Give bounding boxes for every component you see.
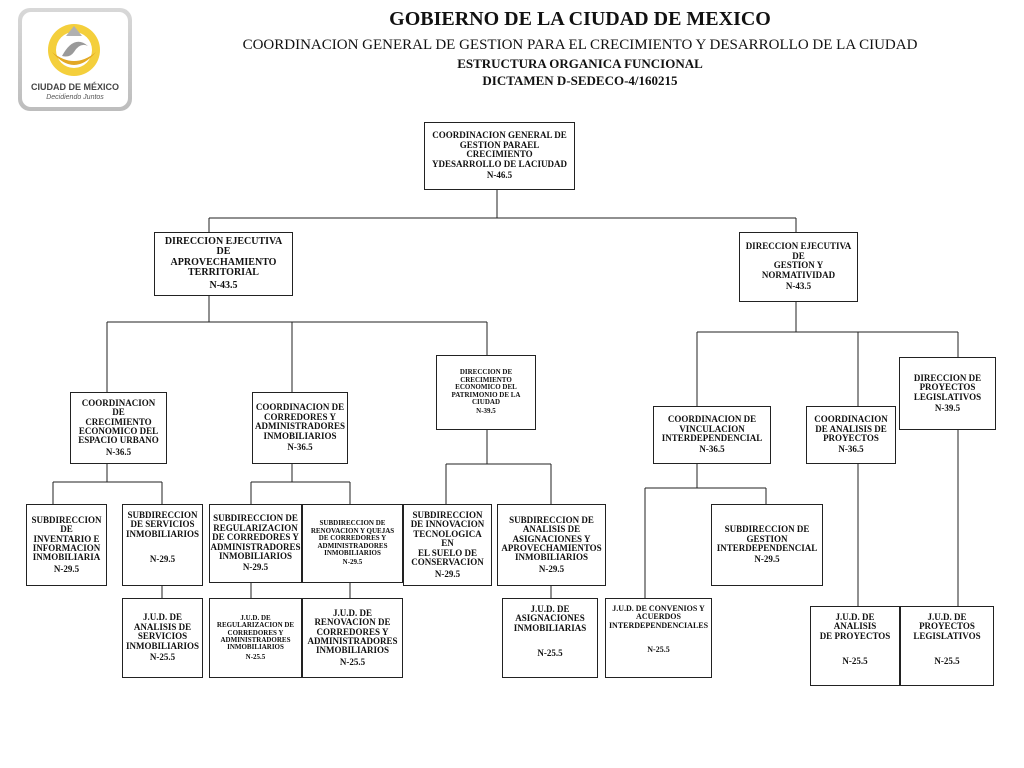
page-subtitle: COORDINACION GENERAL DE GESTION PARA EL …	[242, 37, 918, 53]
subdireccion-gestion-interdependencial-box: SUBDIRECCION DE GESTION INTERDEPENDENCIA…	[711, 504, 823, 586]
subdireccion-analisis-asignaciones-box: SUBDIRECCION DE ANALISIS DE ASIGNACIONES…	[497, 504, 606, 586]
page-title: GOBIERNO DE LA CIUDAD DE MEXICO	[389, 8, 771, 30]
jud-analisis-proyectos-box: J.U.D. DE ANALISIS DE PROYECTOS N-25.5	[810, 606, 900, 686]
box-title: COORDINACION DE VINCULACION INTERDEPENDE…	[661, 414, 763, 443]
box-level: N-25.5	[647, 645, 670, 655]
box-title: DIRECCION DE CRECIMIENTO ECONOMICO DEL P…	[451, 368, 521, 406]
box-title: COORDINACION DE ANALISIS DE PROYECTOS	[814, 414, 888, 443]
box-title: SUBDIRECCION DE RENOVACION Y QUEJAS DE C…	[310, 519, 395, 557]
box-level: N-36.5	[699, 444, 725, 455]
coordinacion-crecimiento-box: COORDINACION DE CRECIMIENTO ECONOMICO DE…	[70, 392, 167, 464]
box-level: N-29.5	[538, 563, 565, 574]
jud-asignaciones-box: J.U.D. DE ASIGNACIONES INMOBILIARIAS N-2…	[502, 598, 598, 678]
jud-convenios-box: J.U.D. DE CONVENIOS Y ACUERDOS INTERDEPE…	[605, 598, 712, 678]
logo-emblem-icon	[48, 24, 100, 76]
box-title: SUBDIRECCION DE INNOVACION TECNOLOGICA E…	[410, 509, 485, 568]
direccion-ejecutiva-gestion-box: DIRECCION EJECUTIVA DE GESTION Y NORMATI…	[739, 232, 858, 302]
structure-label: ESTRUCTURA ORGANICA FUNCIONAL	[457, 56, 703, 71]
box-level: N-25.5	[934, 656, 960, 667]
box-level: N-29.5	[149, 554, 176, 565]
box-level: N-29.5	[53, 563, 80, 574]
box-level: N-29.5	[754, 554, 780, 565]
box-title: COORDINACION DE CRECIMIENTO ECONOMICO DE…	[78, 397, 159, 446]
coordinacion-general-box: COORDINACION GENERAL DE GESTION PARAEL C…	[424, 122, 575, 190]
dictamen-label: DICTAMEN D-SEDECO-4/160215	[482, 73, 678, 88]
box-level: N-25.5	[245, 652, 266, 661]
box-level: N-25.5	[339, 656, 366, 667]
box-title: DIRECCION EJECUTIVA DE APROVECHAMIENTO T…	[164, 235, 283, 279]
box-title: J.U.D. DE PROYECTOS LEGISLATIVOS	[913, 612, 981, 641]
box-title: DIRECCION DE PROYECTOS LEGISLATIVOS	[913, 372, 982, 402]
box-level: N-43.5	[785, 281, 812, 292]
jud-proyectos-legislativos-box: J.U.D. DE PROYECTOS LEGISLATIVOS N-25.5	[900, 606, 994, 686]
box-level: N-29.5	[434, 568, 461, 579]
box-title: J.U.D. DE REGULARIZACION DE CORREDORES Y…	[216, 613, 295, 652]
subdireccion-innovacion-box: SUBDIRECCION DE INNOVACION TECNOLOGICA E…	[403, 504, 492, 586]
subdireccion-renovacion-box: SUBDIRECCION DE RENOVACION Y QUEJAS DE C…	[302, 504, 403, 583]
box-title: J.U.D. DE ASIGNACIONES INMOBILIARIAS	[513, 604, 587, 633]
subdireccion-servicios-box: SUBDIRECCION DE SERVICIOS INMOBILIARIOS …	[122, 504, 203, 586]
box-level: N-39.5	[934, 402, 961, 413]
box-level: N-29.5	[242, 562, 269, 573]
box-title: SUBDIRECCION DE INVENTARIO E INFORMACION…	[31, 514, 102, 563]
box-title: COORDINACION DE CORREDORES Y ADMINISTRAD…	[255, 402, 346, 441]
box-title: SUBDIRECCION DE REGULARIZACION DE CORRED…	[210, 513, 301, 561]
box-title: COORDINACION GENERAL DE GESTION PARAEL C…	[431, 130, 568, 169]
box-level: N-36.5	[838, 444, 864, 455]
box-level: N-39.5	[476, 407, 496, 416]
box-level: N-36.5	[287, 442, 313, 453]
jud-servicios-box: J.U.D. DE ANALISIS DE SERVICIOS INMOBILI…	[122, 598, 203, 678]
box-level: N-46.5	[486, 170, 513, 181]
box-level: N-25.5	[842, 656, 868, 667]
subdireccion-regularizacion-box: SUBDIRECCION DE REGULARIZACION DE CORRED…	[209, 504, 302, 583]
ciudad-de-mexico-logo: CIUDAD DE MÉXICO Decidiendo Juntos	[18, 8, 132, 111]
box-title: J.U.D. DE RENOVACION DE CORREDORES Y ADM…	[307, 607, 398, 656]
logo-tagline: Decidiendo Juntos	[46, 94, 104, 101]
coordinacion-vinculacion-box: COORDINACION DE VINCULACION INTERDEPENDE…	[653, 406, 771, 464]
box-level: N-25.5	[537, 648, 563, 659]
logo-name: CIUDAD DE MÉXICO	[30, 82, 119, 92]
box-level: N-29.5	[342, 558, 363, 567]
direccion-crecimiento-patrimonio-box: DIRECCION DE CRECIMIENTO ECONOMICO DEL P…	[436, 355, 536, 430]
box-title: SUBDIRECCION DE ANALISIS DE ASIGNACIONES…	[501, 514, 602, 563]
box-title: J.U.D. DE CONVENIOS Y ACUERDOS INTERDEPE…	[608, 604, 709, 630]
coordinacion-analisis-box: COORDINACION DE ANALISIS DE PROYECTOS N-…	[806, 406, 896, 464]
subdireccion-inventario-box: SUBDIRECCION DE INVENTARIO E INFORMACION…	[26, 504, 107, 586]
box-level: N-25.5	[149, 652, 176, 663]
box-level: N-36.5	[105, 446, 132, 457]
box-title: J.U.D. DE ANALISIS DE SERVICIOS INMOBILI…	[126, 612, 200, 651]
jud-renovacion-box: J.U.D. DE RENOVACION DE CORREDORES Y ADM…	[302, 598, 403, 678]
direccion-proyectos-legislativos-box: DIRECCION DE PROYECTOS LEGISLATIVOS N-39…	[899, 357, 996, 430]
box-title: J.U.D. DE ANALISIS DE PROYECTOS	[819, 612, 891, 641]
coordinacion-corredores-box: COORDINACION DE CORREDORES Y ADMINISTRAD…	[252, 392, 348, 464]
box-title: SUBDIRECCION DE GESTION INTERDEPENDENCIA…	[716, 524, 818, 553]
box-title: SUBDIRECCION DE SERVICIOS INMOBILIARIOS	[126, 510, 200, 539]
direccion-ejecutiva-aprovechamiento-box: DIRECCION EJECUTIVA DE APROVECHAMIENTO T…	[154, 232, 293, 296]
box-title: DIRECCION EJECUTIVA DE GESTION Y NORMATI…	[745, 241, 852, 280]
jud-regularizacion-box: J.U.D. DE REGULARIZACION DE CORREDORES Y…	[209, 598, 302, 678]
box-level: N-43.5	[209, 279, 238, 291]
